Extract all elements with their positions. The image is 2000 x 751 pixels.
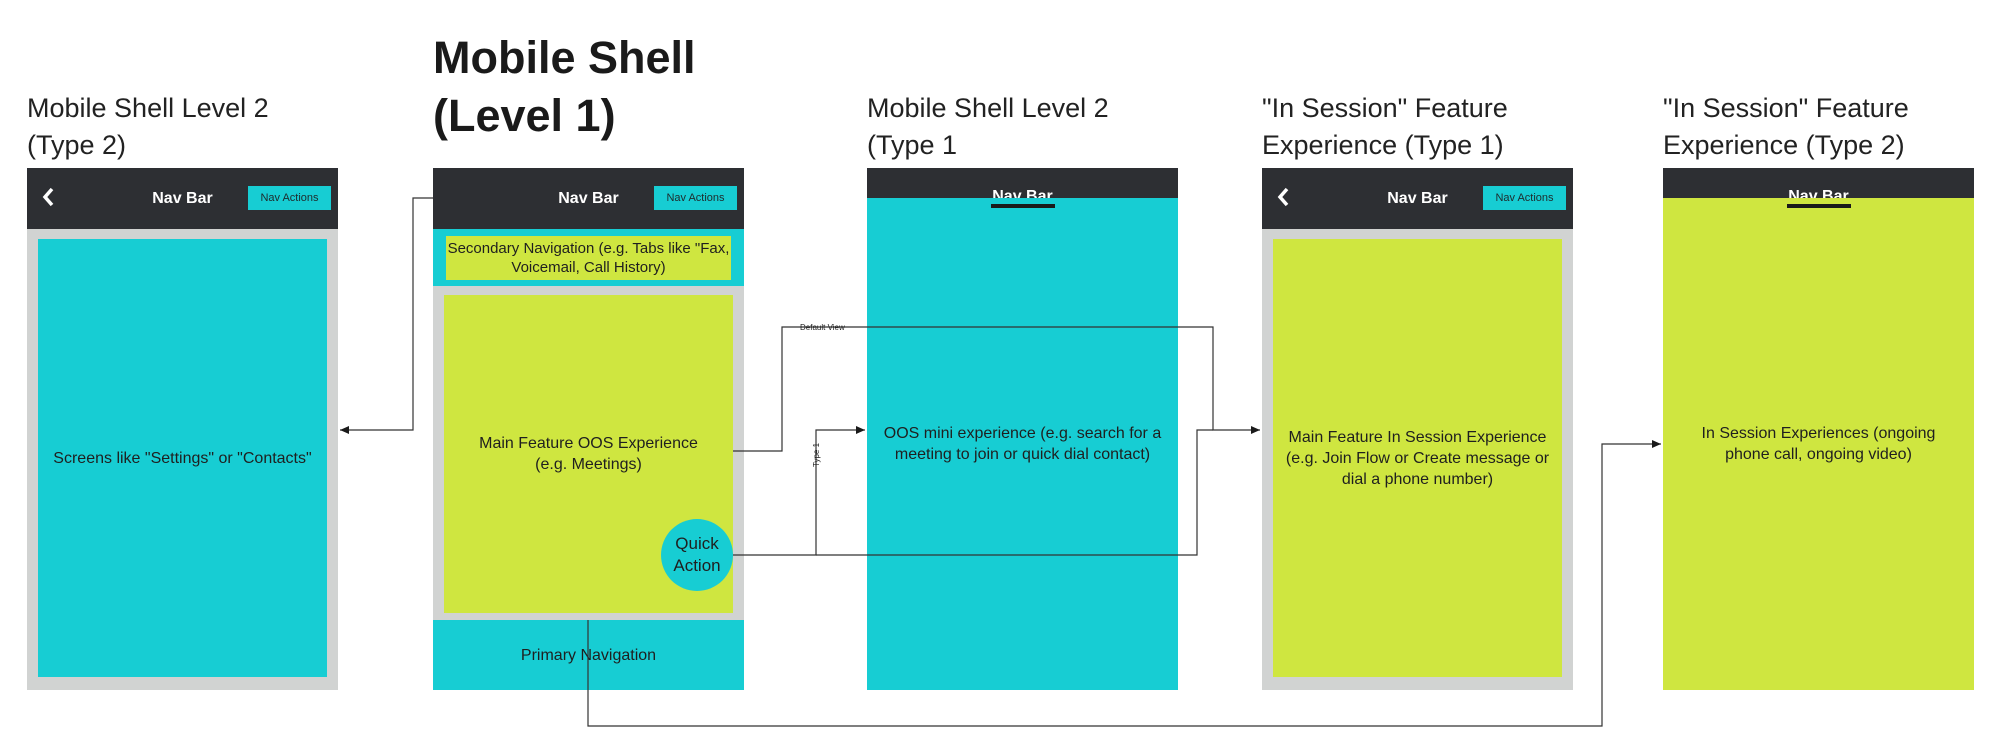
sheet-handle[interactable] (991, 204, 1055, 208)
title-line: Experience (Type 1) (1262, 130, 1504, 160)
title-level2-type2: Mobile Shell Level 2 (Type 2) (27, 90, 269, 164)
title-line: Mobile Shell (433, 32, 696, 83)
nav-bar-title: Nav Bar (1387, 190, 1448, 207)
in-session-main-area[interactable]: Main Feature In Session Experience (e.g.… (1273, 239, 1562, 677)
connector-navbar-to-level2-type2 (340, 197, 433, 434)
chevron-left-icon[interactable] (1276, 186, 1298, 210)
nav-bar: Nav Bar Nav Actions (433, 168, 744, 229)
connector-primary-nav-to-in-session-type2 (587, 440, 1661, 727)
title-line: "In Session" Feature (1262, 93, 1508, 123)
settings-contacts-screen[interactable]: Screens like "Settings" or "Contacts" (38, 239, 327, 677)
screen-level2-type2: Nav Bar Nav Actions Screens like "Settin… (27, 168, 338, 690)
connector-quick-action-type1 (733, 426, 865, 556)
connector-quick-action-in-session (816, 429, 1213, 556)
connector-default-view (733, 326, 1260, 452)
secondary-navigation: Secondary Navigation (e.g. Tabs like "Fa… (433, 229, 744, 286)
secondary-navigation-label: Secondary Navigation (e.g. Tabs like "Fa… (447, 239, 730, 276)
title-level2-type1: Mobile Shell Level 2 (Type 1 (867, 90, 1109, 164)
nav-actions-button[interactable]: Nav Actions (248, 186, 331, 210)
sheet-handle[interactable] (1787, 204, 1851, 208)
nav-bar-title-peek: Nav Bar (1788, 188, 1849, 200)
secondary-navigation-tabs[interactable]: Secondary Navigation (e.g. Tabs like "Fa… (446, 235, 731, 280)
title-line: Mobile Shell Level 2 (27, 93, 269, 123)
title-line: (Type 1 (867, 130, 958, 160)
title-line: (Type 2) (27, 130, 127, 160)
oos-mini-experience[interactable]: OOS mini experience (e.g. search for a m… (867, 198, 1178, 690)
nav-actions-button[interactable]: Nav Actions (1483, 186, 1566, 210)
screen-in-session-type2: Nav Bar In Session Experiences (ongoing … (1663, 168, 1974, 690)
screen-level2-type1: Nav Bar OOS mini experience (e.g. search… (867, 168, 1178, 690)
nav-bar-title: Nav Bar (152, 190, 213, 207)
title-line: "In Session" Feature (1663, 93, 1909, 123)
in-session-main-label: Main Feature In Session Experience (e.g.… (1285, 428, 1550, 488)
main-feature-label: Main Feature OOS Experience (e.g. Meetin… (479, 435, 698, 473)
nav-bar-title-peek: Nav Bar (992, 188, 1053, 200)
in-session-ongoing-area[interactable]: In Session Experiences (ongoing phone ca… (1663, 198, 1974, 690)
nav-actions-button[interactable]: Nav Actions (654, 186, 737, 210)
type1-label: Type 1 (812, 442, 821, 467)
oos-mini-label: OOS mini experience (e.g. search for a m… (883, 425, 1162, 463)
settings-contacts-label: Screens like "Settings" or "Contacts" (53, 449, 312, 467)
nav-bar: Nav Bar Nav Actions (27, 168, 338, 229)
nav-bar: Nav Bar Nav Actions (1262, 168, 1573, 229)
quick-action-label: Quick Action (673, 534, 721, 575)
nav-bar-title: Nav Bar (558, 190, 619, 207)
chevron-left-icon[interactable] (41, 186, 63, 210)
title-in-session-type2: "In Session" Feature Experience (Type 2) (1663, 90, 1909, 164)
in-session-ongoing-label: In Session Experiences (ongoing phone ca… (1701, 425, 1936, 463)
screen-in-session-type1: Nav Bar Nav Actions Main Feature In Sess… (1262, 168, 1573, 690)
title-level1: Mobile Shell (Level 1) (433, 29, 696, 145)
title-in-session-type1: "In Session" Feature Experience (Type 1) (1262, 90, 1508, 164)
default-view-label: Default View (800, 323, 845, 332)
title-line: (Level 1) (433, 90, 616, 141)
title-line: Experience (Type 2) (1663, 130, 1905, 160)
quick-action-button[interactable]: Quick Action (661, 519, 733, 591)
title-line: Mobile Shell Level 2 (867, 93, 1109, 123)
